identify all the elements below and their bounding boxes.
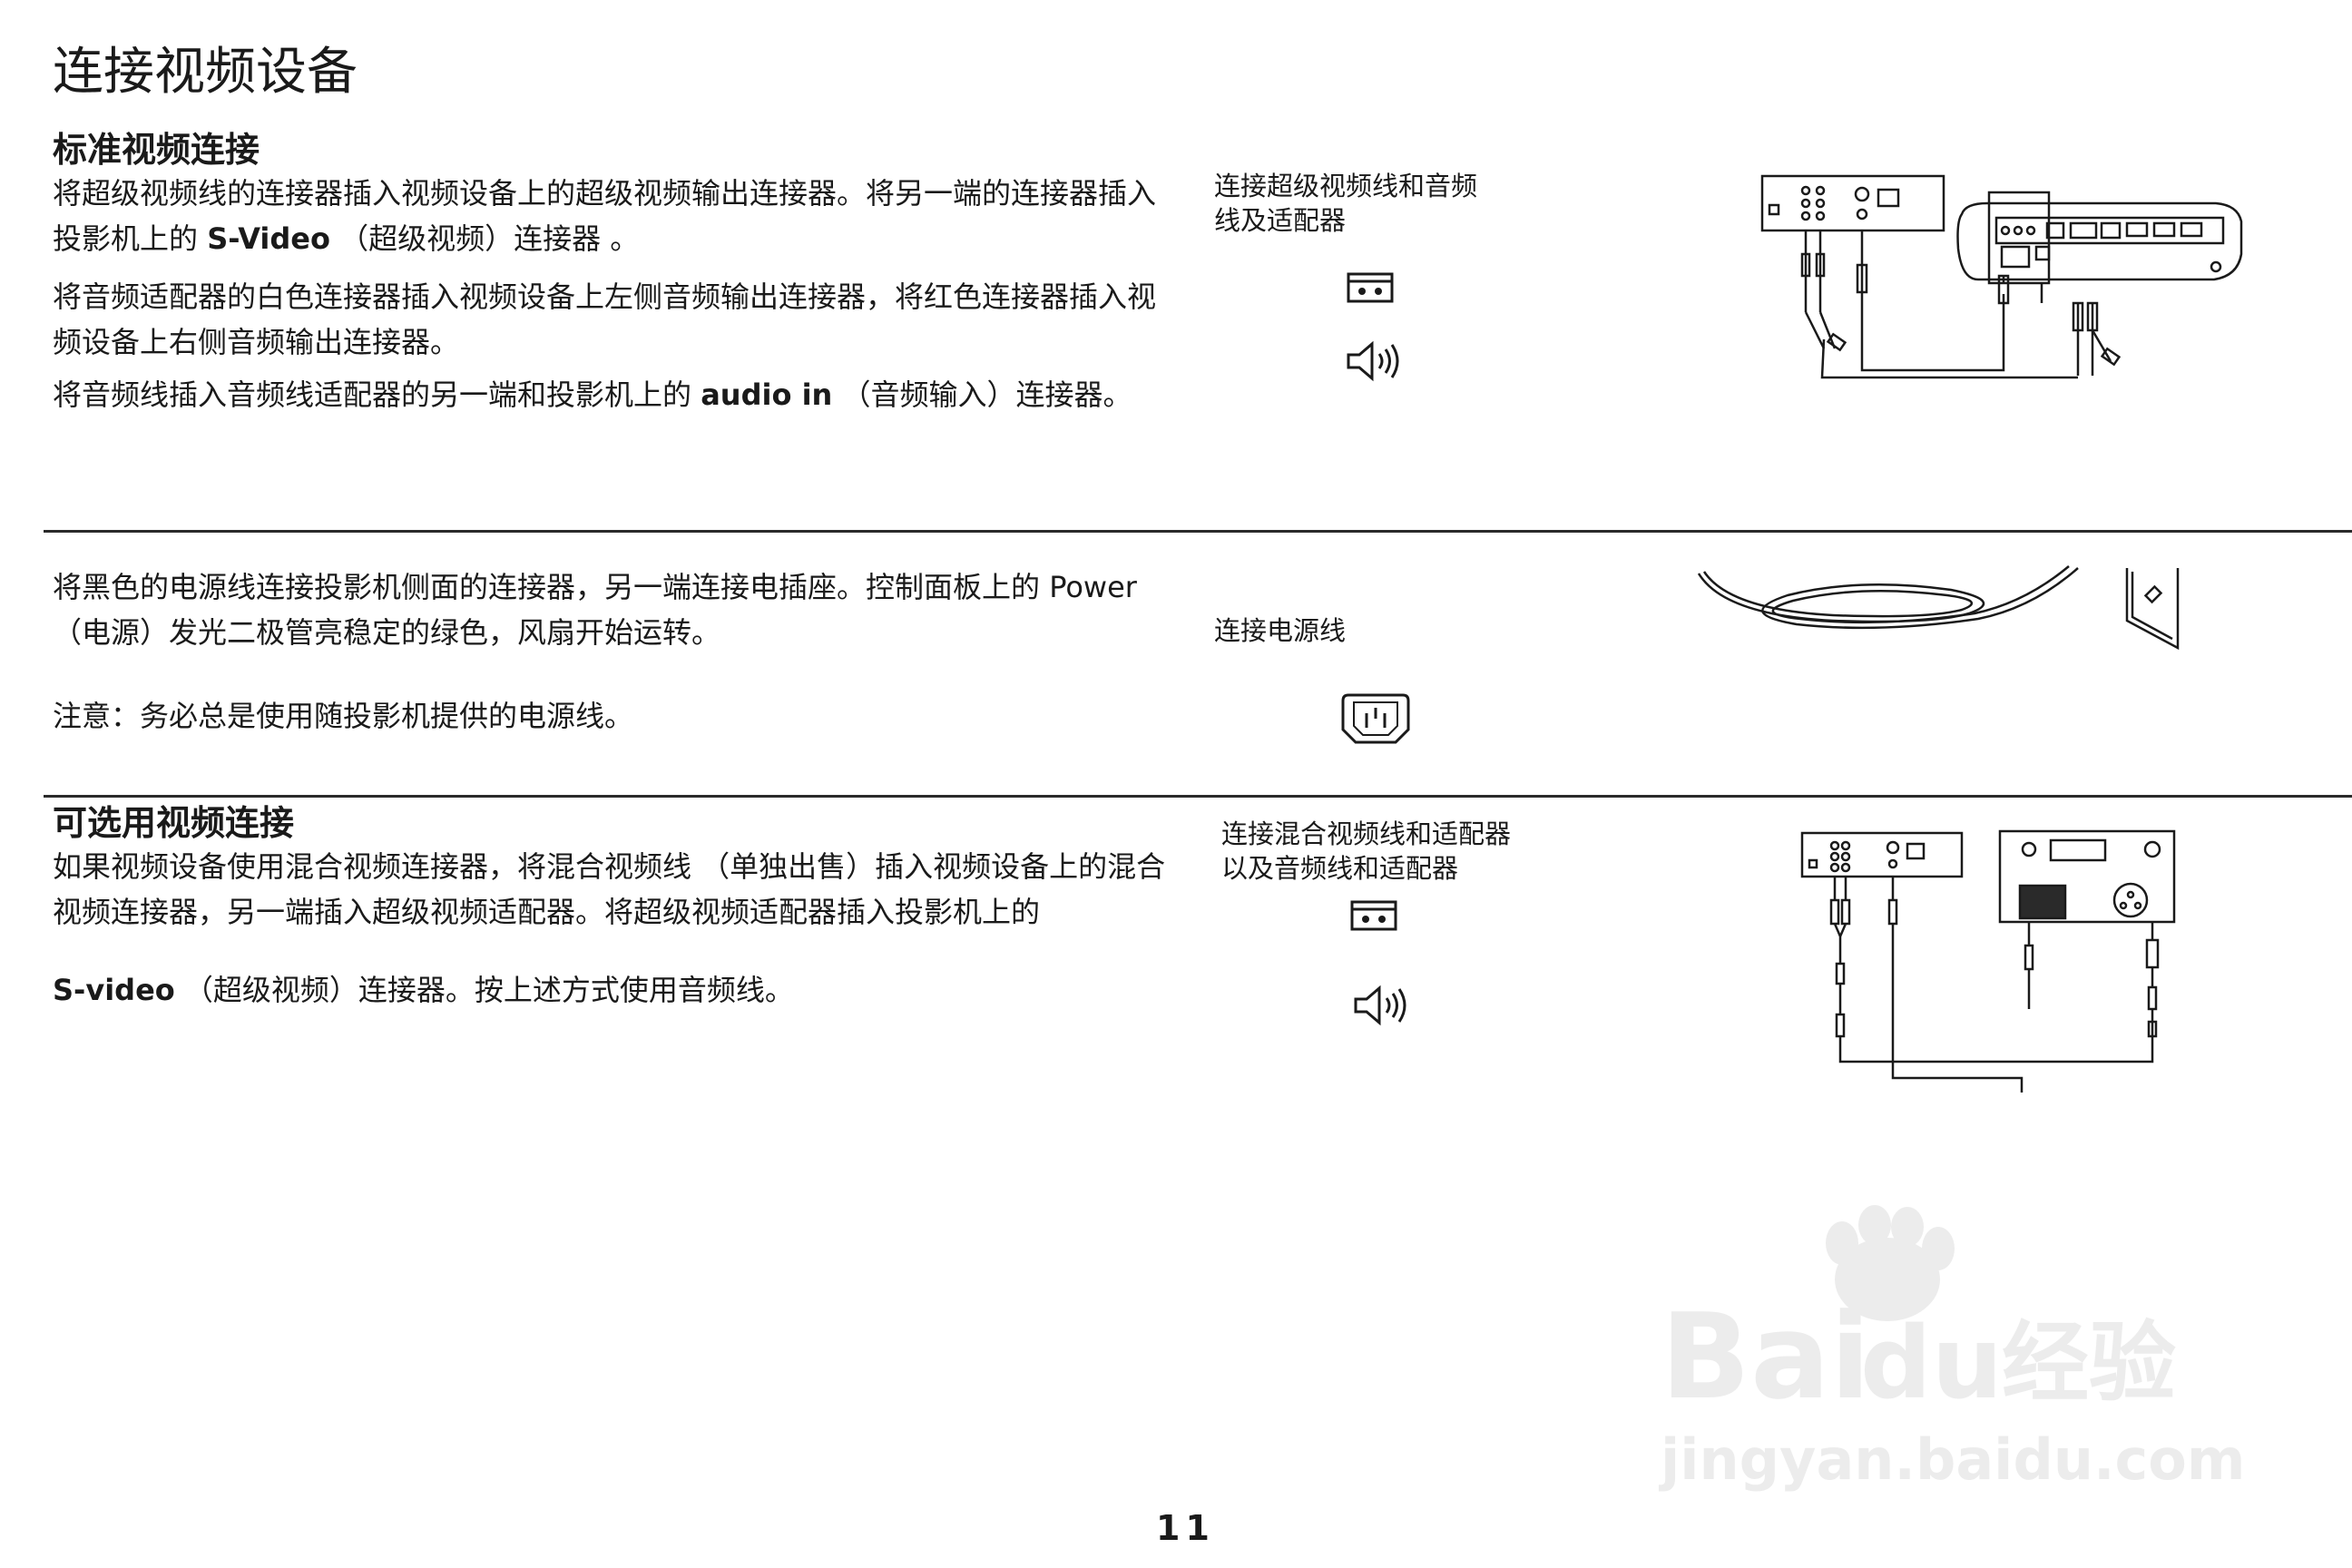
baidu-watermark: Bai du 经验 jingyan.baidu.com bbox=[1658, 1205, 2245, 1493]
paragraph-composite-video-2: S-video （超级视频）连接器。按上述方式使用音频线。 bbox=[53, 973, 794, 1007]
power-inlet-icon bbox=[1341, 693, 1410, 744]
paragraph-audio-cable: 将音频线插入音频线适配器的另一端和投影机上的 audio in （音频输入）连接… bbox=[53, 377, 1132, 412]
watermark-brand-2: du bbox=[1860, 1305, 2003, 1421]
paragraph-composite-video: 如果视频设备使用混合视频连接器，将混合视频线 （单独出售）插入视频设备上的混合视… bbox=[53, 849, 1166, 929]
speaker-icon bbox=[1347, 340, 1399, 382]
audio-in-term: audio in bbox=[701, 377, 833, 412]
section-divider bbox=[44, 530, 2352, 533]
power-term: Power bbox=[1049, 570, 1137, 604]
watermark-cn: 经验 bbox=[2002, 1312, 2176, 1414]
caption-power-cord: 连接电源线 bbox=[1214, 615, 1347, 646]
section-heading-optional-video: 可选用视频连接 bbox=[53, 802, 295, 843]
page-title: 连接视频设备 bbox=[53, 43, 358, 102]
power-cord-diagram bbox=[1697, 565, 2180, 651]
watermark-url: jingyan.baidu.com bbox=[1658, 1426, 2245, 1493]
section-divider bbox=[44, 795, 2352, 798]
caption-svideo-audio: 连接超级视频线和音频线及适配器 bbox=[1214, 171, 1478, 236]
section-heading-standard-video: 标准视频连接 bbox=[53, 129, 260, 170]
composite-connection-diagram bbox=[1800, 829, 2176, 1093]
caption-composite-line2: 以及音频线和适配器 bbox=[1221, 853, 1459, 884]
s-video-connector-icon bbox=[1347, 272, 1394, 303]
paragraph-audio-adapter: 将音频适配器的白色连接器插入视频设备上左侧音频输出连接器，将红色连接器插入视频设… bbox=[53, 279, 1157, 359]
paragraph-svideo: 将超级视频线的连接器插入视频设备上的超级视频输出连接器。将另一端的连接器插入投影… bbox=[53, 176, 1157, 256]
svideo-term: S-Video bbox=[207, 221, 330, 256]
svideo-term: S-video bbox=[53, 973, 175, 1007]
svideo-connection-diagram bbox=[1760, 174, 2243, 379]
watermark-brand: Bai bbox=[1661, 1288, 1870, 1426]
speaker-icon bbox=[1354, 985, 1406, 1026]
note-power-cord: 注意：务必总是使用随投影机提供的电源线。 bbox=[53, 699, 634, 733]
s-video-connector-icon bbox=[1350, 900, 1397, 931]
page-number: 11 bbox=[1156, 1508, 1215, 1548]
caption-composite-line1: 连接混合视频线和适配器 bbox=[1221, 818, 1512, 849]
paragraph-power-cord: 将黑色的电源线连接投影机侧面的连接器，另一端连接电插座。控制面板上的 Power… bbox=[53, 570, 1137, 650]
